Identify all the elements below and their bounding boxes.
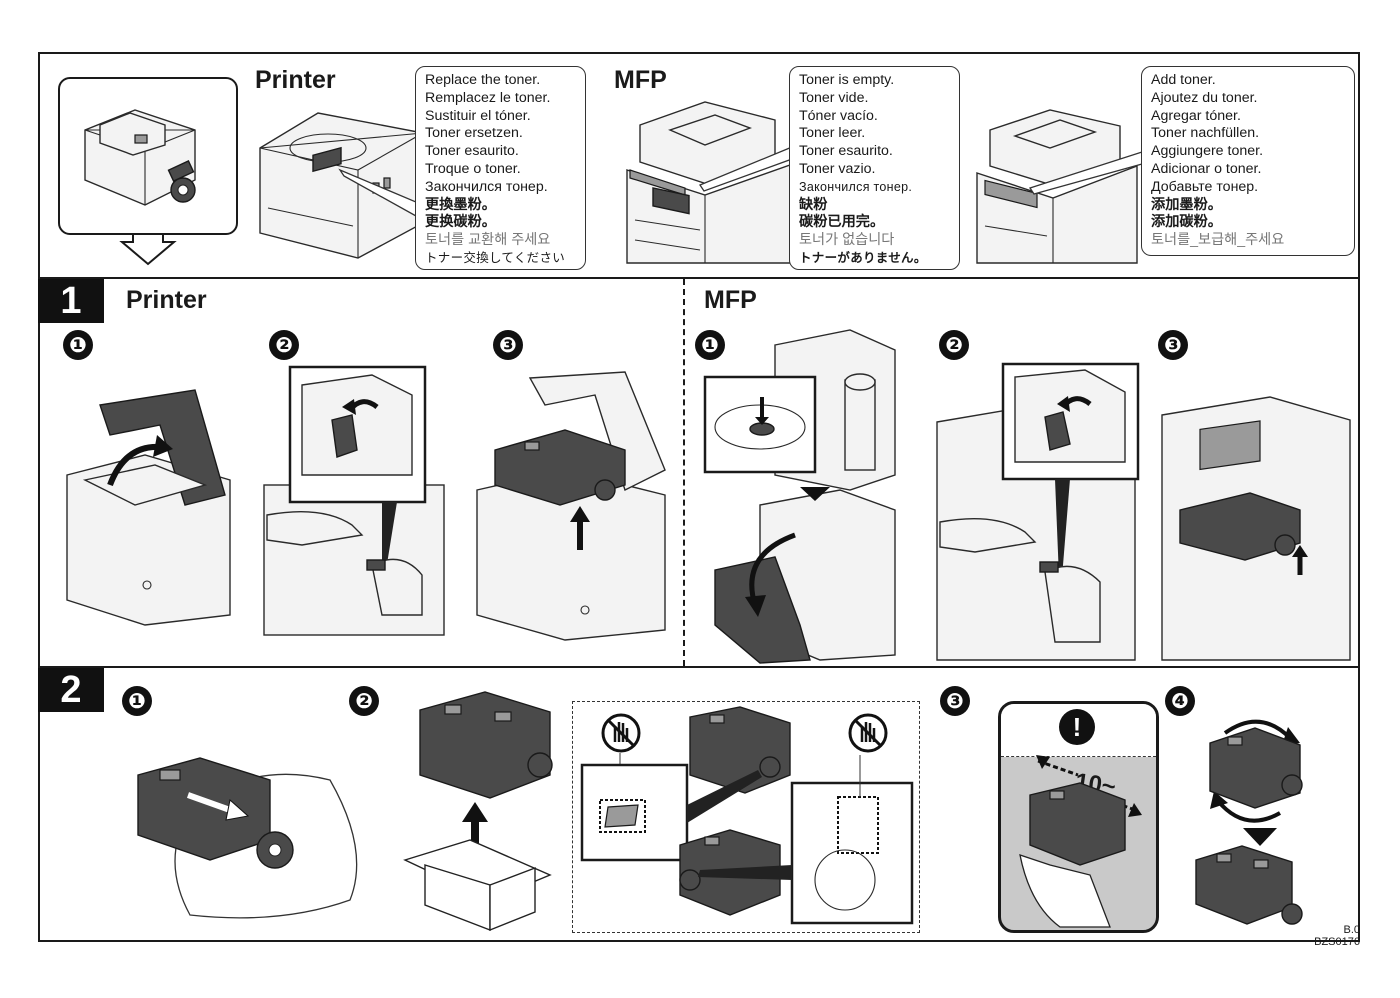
down-arrow-icon-2 [1243,828,1277,846]
printer-message-bubble: Replace the toner. Remplacez le toner. S… [415,66,586,270]
down-arrow-icon [119,233,177,266]
toner-cartridge-icon [84,109,196,206]
s2-step-4: ❹ [1165,686,1195,716]
document-id: BZS0176 [1314,936,1360,948]
toner-contact-detail-illustration [580,706,914,925]
no-touch-icon-2 [848,713,888,753]
shake-arrows-illustration [1019,755,1142,928]
toner-bag-illustration [137,757,358,919]
mfp-icon [626,101,791,264]
no-touch-dashed-box [572,701,920,933]
mfp-open-front-cover-illustration [703,329,896,664]
section-divider [38,666,1360,668]
printer-mfp-divider [683,279,685,666]
section-2-number: 2 [38,668,104,712]
s1-mfp-step-1: ❶ [695,330,725,360]
document-version: B.0 [1343,924,1360,936]
printer-insert-toner-illustration [476,371,666,641]
s1-mfp-step-3: ❸ [1158,330,1188,360]
section-1-mfp-label: MFP [704,286,757,314]
document-code: B.0 BZS0176 [1290,924,1360,948]
s2-step-2: ❷ [349,686,379,716]
mfp-icon-2 [976,109,1138,264]
warning-glyph: ! [1073,712,1082,742]
header-mfp-title: MFP [614,66,667,94]
mfp-insert-toner-illustration [1161,396,1351,661]
page-frame [38,52,1360,942]
rotate-arrows-icon [1209,719,1303,823]
s1-mfp-step-2: ❷ [939,330,969,360]
mfp2-callout-pointer [1028,151,1143,195]
section-1-number: 1 [38,279,104,323]
mfp-remove-toner-illustration [936,362,1140,661]
mfp-empty-message-bubble: Toner is empty. Toner vide. Tóner vacío.… [789,66,960,270]
printer-open-cover-illustration [66,389,231,626]
section-1-printer-label: Printer [126,286,207,314]
mfp-add-message-bubble: Add toner. Ajoutez du toner. Agregar tón… [1141,66,1355,256]
s1-printer-step-1: ❶ [63,330,93,360]
no-touch-icon [601,713,641,753]
warning-icon: ! [1059,709,1095,745]
header-printer-title: Printer [255,66,336,94]
s1-printer-step-2: ❷ [269,330,299,360]
printer-callout-pointer [338,168,417,218]
mfp-callout-pointer [699,146,793,192]
s1-printer-step-3: ❸ [493,330,523,360]
toner-box-illustration [403,691,553,932]
s2-step-1: ❶ [122,686,152,716]
printer-remove-toner-illustration [263,365,445,636]
header-divider [38,277,1360,279]
toner-ready-illustration [1195,845,1303,925]
s2-step-3: ❸ [940,686,970,716]
